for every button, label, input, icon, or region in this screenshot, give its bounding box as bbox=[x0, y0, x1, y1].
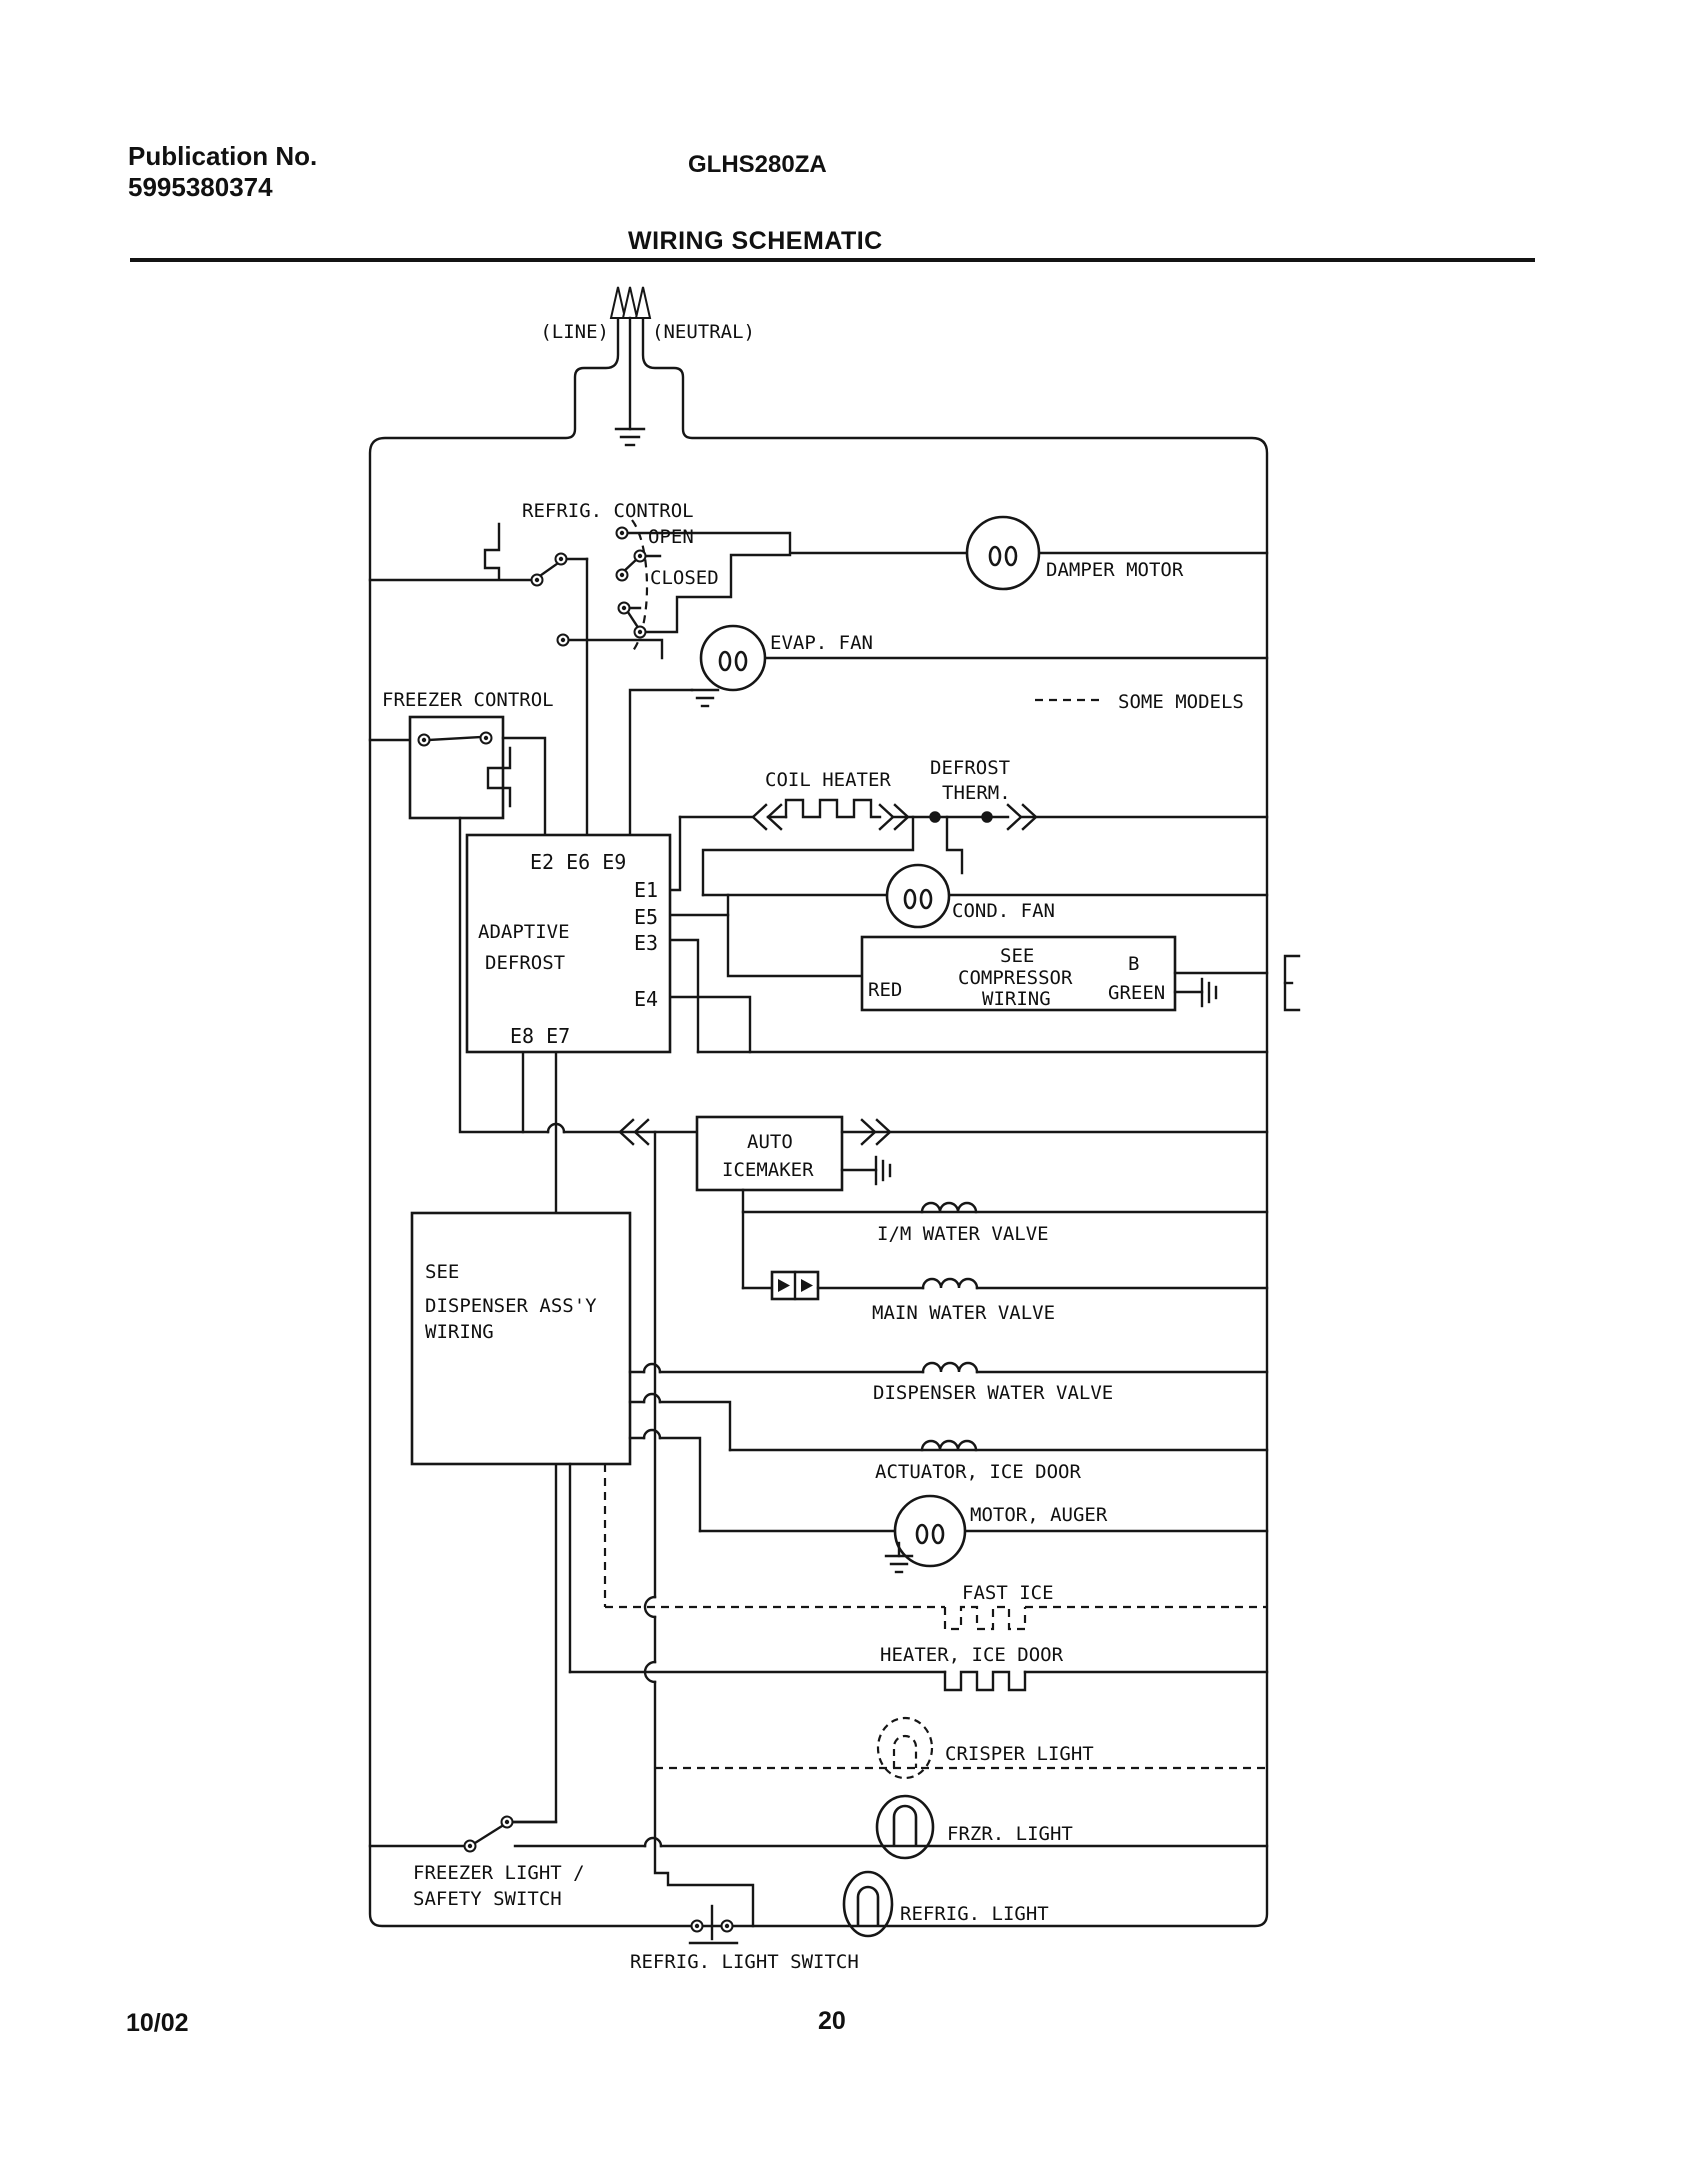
pins-top-label: E2 E6 E9 bbox=[530, 850, 626, 874]
adaptive-defrost-label-2: DEFROST bbox=[485, 952, 565, 974]
ground-symbol-icemaker bbox=[874, 1155, 892, 1186]
pin-e3-label: E3 bbox=[634, 931, 658, 955]
refrig-light-label: REFRIG. LIGHT bbox=[900, 1903, 1049, 1925]
schematic-labels: (LINE) (NEUTRAL) REFRIG. CONTROL OPEN CL… bbox=[382, 321, 1244, 1973]
frzr-light-label: FRZR. LIGHT bbox=[947, 1823, 1073, 1845]
heater-ice-door-label: HEATER, ICE DOOR bbox=[880, 1644, 1064, 1666]
main-water-valve-label: MAIN WATER VALVE bbox=[872, 1302, 1055, 1324]
dispenser-label-1: SEE bbox=[425, 1261, 459, 1283]
header-rule bbox=[130, 258, 1535, 262]
footer-page-number: 20 bbox=[818, 2007, 846, 2035]
ground-arrow-icon bbox=[621, 286, 639, 319]
ground-symbol-green bbox=[1200, 977, 1218, 1008]
coil-heater-circuit bbox=[678, 798, 1269, 897]
coil-heater-label: COIL HEATER bbox=[765, 769, 891, 791]
line-neutral-arrows bbox=[609, 286, 652, 447]
actuator-ice-door-label: ACTUATOR, ICE DOOR bbox=[875, 1461, 1081, 1483]
compressor-label-2: COMPRESSOR bbox=[958, 967, 1073, 989]
ground-symbol-auger bbox=[884, 1541, 914, 1574]
im-water-valve-symbol bbox=[741, 1201, 1269, 1214]
compressor-label-1: SEE bbox=[1000, 945, 1034, 967]
publication-number: 5995380374 bbox=[128, 172, 273, 202]
icemaker-label-2: ICEMAKER bbox=[722, 1159, 814, 1181]
defrost-therm-label-1: DEFROST bbox=[930, 757, 1010, 779]
main-water-valve-symbol bbox=[741, 1270, 1269, 1301]
switch-terminals bbox=[417, 526, 734, 1933]
evap-fan-symbol bbox=[628, 624, 1269, 837]
refrig-light-switch-label: REFRIG. LIGHT SWITCH bbox=[630, 1951, 859, 1973]
fast-ice-label: FAST ICE bbox=[962, 1582, 1054, 1604]
pins-bottom-label: E8 E7 bbox=[510, 1024, 570, 1048]
evap-fan-label: EVAP. FAN bbox=[770, 632, 873, 654]
red-wire-label: RED bbox=[868, 979, 902, 1001]
damper-motor-label: DAMPER MOTOR bbox=[1046, 559, 1184, 581]
closed-label: CLOSED bbox=[650, 567, 719, 589]
pin-e4-label: E4 bbox=[634, 987, 658, 1011]
neutral-arrow-icon bbox=[634, 286, 652, 319]
freezer-control-symbol bbox=[368, 715, 547, 837]
actuator-ice-door-symbol bbox=[728, 1439, 1269, 1452]
page-title: WIRING SCHEMATIC bbox=[628, 227, 883, 255]
compressor-connector-bracket bbox=[1283, 954, 1301, 1012]
refrig-light-lamp bbox=[842, 1870, 894, 1938]
compressor-block bbox=[860, 935, 1269, 1012]
adaptive-defrost-board bbox=[465, 815, 752, 1824]
left-bus-wire bbox=[643, 1130, 755, 1928]
publication-label: Publication No. bbox=[128, 141, 318, 171]
safety-switch-label-2: SAFETY SWITCH bbox=[413, 1888, 562, 1910]
line-label: (LINE) bbox=[540, 321, 609, 343]
damper-motor-symbol bbox=[965, 515, 1269, 591]
footer-date: 10/02 bbox=[126, 2009, 189, 2037]
ground-symbol-top bbox=[614, 427, 646, 447]
model-number: GLHS280ZA bbox=[688, 151, 827, 178]
crisper-light-symbol bbox=[655, 1716, 1267, 1780]
dispenser-label-3: WIRING bbox=[425, 1321, 494, 1343]
icemaker-label-1: AUTO bbox=[747, 1131, 793, 1153]
safety-switch-label-1: FREEZER LIGHT / bbox=[413, 1862, 585, 1884]
frzr-light-lamp bbox=[875, 1794, 935, 1860]
motor-auger-symbol bbox=[698, 1494, 1269, 1574]
refrig-control-label: REFRIG. CONTROL bbox=[522, 500, 694, 522]
dispenser-water-valve-label: DISPENSER WATER VALVE bbox=[873, 1382, 1113, 1404]
dispenser-label-2: DISPENSER ASS'Y bbox=[425, 1295, 597, 1317]
refrig-light-circuit bbox=[688, 1870, 894, 1945]
green-wire-label: GREEN bbox=[1108, 982, 1165, 1004]
compressor-label-3: WIRING bbox=[982, 988, 1051, 1010]
dispenser-assy-block bbox=[410, 1211, 1269, 1674]
some-models-label: SOME MODELS bbox=[1118, 691, 1244, 713]
crisper-light-label: CRISPER LIGHT bbox=[945, 1743, 1094, 1765]
freezer-light-circuit bbox=[368, 1794, 1269, 1860]
b-wire-label: B bbox=[1128, 953, 1139, 975]
cond-fan-label: COND. FAN bbox=[952, 900, 1055, 922]
ice-door-heater-symbol bbox=[568, 1670, 1269, 1692]
neutral-label: (NEUTRAL) bbox=[652, 321, 755, 343]
fast-ice-heater-symbol bbox=[605, 1605, 1267, 1631]
pin-e1-label: E1 bbox=[634, 878, 658, 902]
pin-e5-label: E5 bbox=[634, 905, 658, 929]
auto-icemaker-block bbox=[458, 816, 1269, 1290]
motor-auger-label: MOTOR, AUGER bbox=[970, 1504, 1108, 1526]
adaptive-defrost-label-1: ADAPTIVE bbox=[478, 921, 570, 943]
open-label: OPEN bbox=[648, 526, 694, 548]
ground-symbol-evap bbox=[690, 688, 720, 708]
im-water-valve-label: I/M WATER VALVE bbox=[877, 1223, 1049, 1245]
defrost-therm-label-2: THERM. bbox=[942, 782, 1011, 804]
freezer-control-label: FREEZER CONTROL bbox=[382, 689, 554, 711]
line-arrow-icon bbox=[609, 286, 627, 319]
cond-fan-symbol bbox=[701, 863, 1269, 978]
